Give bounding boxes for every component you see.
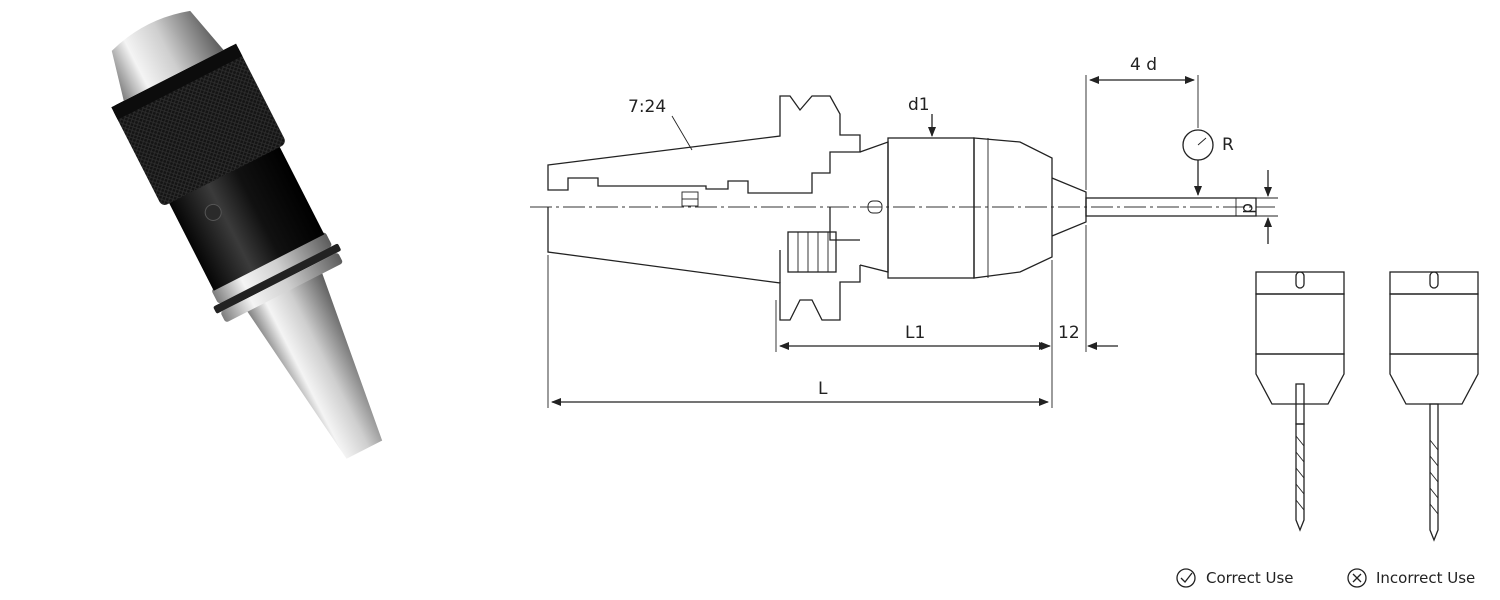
chuck-slot — [1429, 271, 1439, 289]
chuck-pin — [204, 203, 222, 221]
taper-section — [547, 95, 861, 194]
drill-flutes — [1295, 435, 1305, 511]
incorrect-use-illustration — [1389, 271, 1479, 542]
flange-ring — [213, 243, 341, 314]
neck-pin — [867, 200, 883, 214]
label-l1: L1 — [905, 323, 925, 343]
check-circle-icon — [1176, 568, 1196, 588]
chuck-top — [1389, 271, 1479, 295]
chuck-top — [1255, 271, 1345, 295]
label-12: 12 — [1058, 323, 1080, 343]
technical-drawing: R 4 d d 7:24 d1 L1 12 L — [530, 55, 1278, 408]
sleeve-band — [111, 43, 243, 120]
chuck-knurl-small — [1389, 293, 1479, 355]
chuck-knurl — [887, 137, 975, 279]
taper-lower — [547, 207, 861, 321]
chuck-slot — [1295, 271, 1305, 289]
check-icon — [1180, 572, 1193, 583]
legend-incorrect-label: Incorrect Use — [1376, 569, 1475, 587]
test-bar — [1085, 197, 1257, 217]
legend-correct-label: Correct Use — [1206, 569, 1294, 587]
label-4d: 4 d — [1130, 55, 1157, 75]
label-724: 7:24 — [628, 97, 666, 117]
label-d: d — [1238, 203, 1258, 214]
drive-lug — [787, 231, 837, 273]
chuck-body — [168, 145, 325, 291]
drill-bit — [1429, 403, 1439, 542]
label-d1: d1 — [908, 95, 930, 115]
legend-correct: Correct Use — [1176, 568, 1294, 588]
drill-flutes — [1429, 439, 1439, 515]
lug-lines — [797, 232, 829, 272]
legend-incorrect: Incorrect Use — [1347, 568, 1475, 588]
taper-shank — [245, 269, 383, 459]
flange-ring — [221, 253, 343, 322]
chuck-nose-small — [1255, 353, 1345, 405]
dial-needle — [1197, 137, 1207, 146]
drill-bit — [1295, 423, 1305, 532]
cross-circle-icon — [1347, 568, 1367, 588]
chuck-nose — [111, 10, 224, 101]
chuck-knurl-small — [1255, 293, 1345, 355]
leader-724 — [671, 115, 693, 151]
cross-icon — [1352, 573, 1362, 583]
flange-ring — [212, 232, 332, 304]
chuck-nose-drawing — [973, 137, 1053, 279]
label-r: R — [1222, 135, 1234, 155]
chuck-nose-small — [1389, 353, 1479, 405]
label-l: L — [818, 379, 828, 399]
product-photo — [111, 10, 383, 459]
correct-use-illustration — [1255, 271, 1345, 532]
